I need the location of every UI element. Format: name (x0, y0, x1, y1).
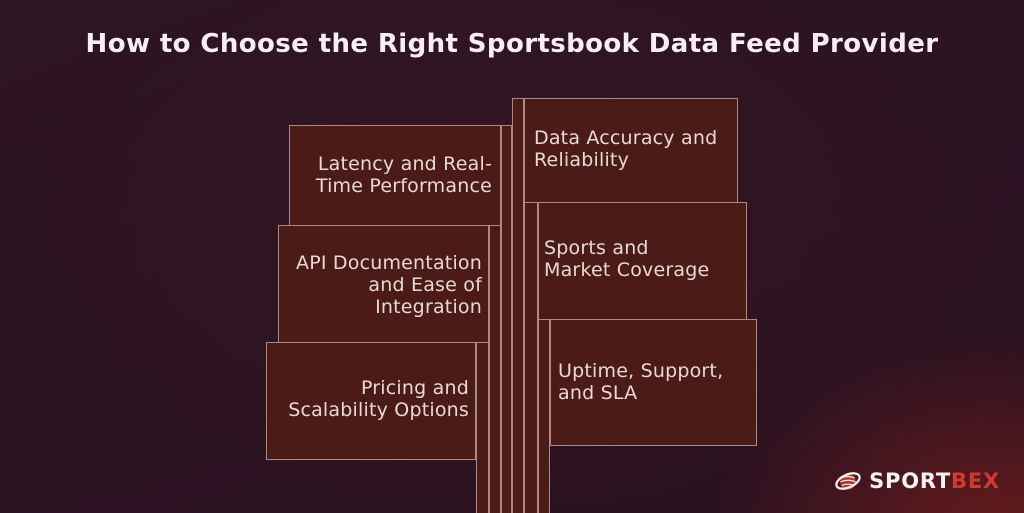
box-label: API Documentation and Ease of Integratio… (296, 252, 482, 318)
box-label-line: Sports and (544, 237, 649, 259)
connector-stem-data-accuracy (512, 98, 524, 513)
box-label-line: Uptime, Support, (558, 360, 724, 382)
box-label-line: Pricing and (360, 377, 469, 399)
box-label-line: Data Accuracy and (534, 127, 718, 149)
box-uptime-support-and-sla: Uptime, Support, and SLA (550, 319, 757, 446)
box-label-line: Market Coverage (544, 259, 710, 281)
connector-stem-pricing (476, 342, 489, 513)
logo-text-bex: BEX (951, 469, 1000, 493)
box-label-line: and SLA (558, 382, 638, 404)
box-pricing-and-scalability-options: Pricing and Scalability Options (266, 342, 476, 460)
box-label-line: API Documentation (296, 252, 482, 274)
globe-swoosh-icon (835, 472, 861, 490)
box-label: Uptime, Support, and SLA (558, 360, 723, 404)
connector-stem-sports-coverage (524, 202, 538, 513)
box-label: Sports and Market Coverage (544, 237, 709, 281)
connector-stem-latency (501, 125, 512, 513)
box-label: Pricing and Scalability Options (288, 377, 469, 421)
logo-text-sport: SPORT (869, 469, 952, 493)
connector-stem-uptime-sla (538, 319, 550, 513)
box-label-line: Reliability (534, 149, 630, 171)
box-label-line: Scalability Options (288, 399, 469, 421)
page-title: How to Choose the Right Sportsbook Data … (85, 29, 939, 59)
box-label: Latency and Real- Time Performance (316, 153, 492, 197)
box-label-line: Time Performance (315, 175, 492, 197)
connector-stem-api-docs (489, 225, 501, 513)
box-label: Data Accuracy and Reliability (534, 127, 717, 171)
box-label-line: Latency and Real- (317, 153, 492, 175)
box-label-line: and Ease of (368, 274, 482, 296)
box-label-line: Integration (375, 296, 482, 318)
